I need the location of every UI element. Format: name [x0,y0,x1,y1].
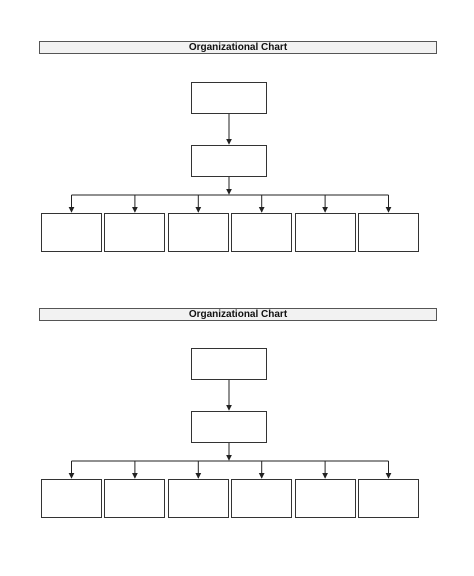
org-box-manager [191,411,267,443]
org-box-member-1 [41,213,102,252]
org-box-member-6 [358,213,419,252]
org-box-member-5 [294,479,356,518]
chart-title-top: Organizational Chart [39,41,437,54]
org-box-member-1 [41,479,102,518]
org-box-member-5 [294,213,356,252]
connector-lines [68,114,392,213]
org-box-head [191,348,267,380]
org-box-head [191,82,267,114]
org-box-manager [191,145,267,177]
org-box-member-2 [104,479,166,518]
connector-lines [68,380,392,479]
org-box-member-6 [358,479,419,518]
org-box-member-3 [167,479,229,518]
org-box-member-4 [231,213,293,252]
org-chart-top: Organizational Chart [0,0,474,260]
org-chart-bottom: Organizational Chart [0,266,474,526]
chart-title-bottom: Organizational Chart [39,308,437,321]
org-box-member-4 [231,479,293,518]
org-box-member-2 [104,213,166,252]
org-box-member-3 [167,213,229,252]
